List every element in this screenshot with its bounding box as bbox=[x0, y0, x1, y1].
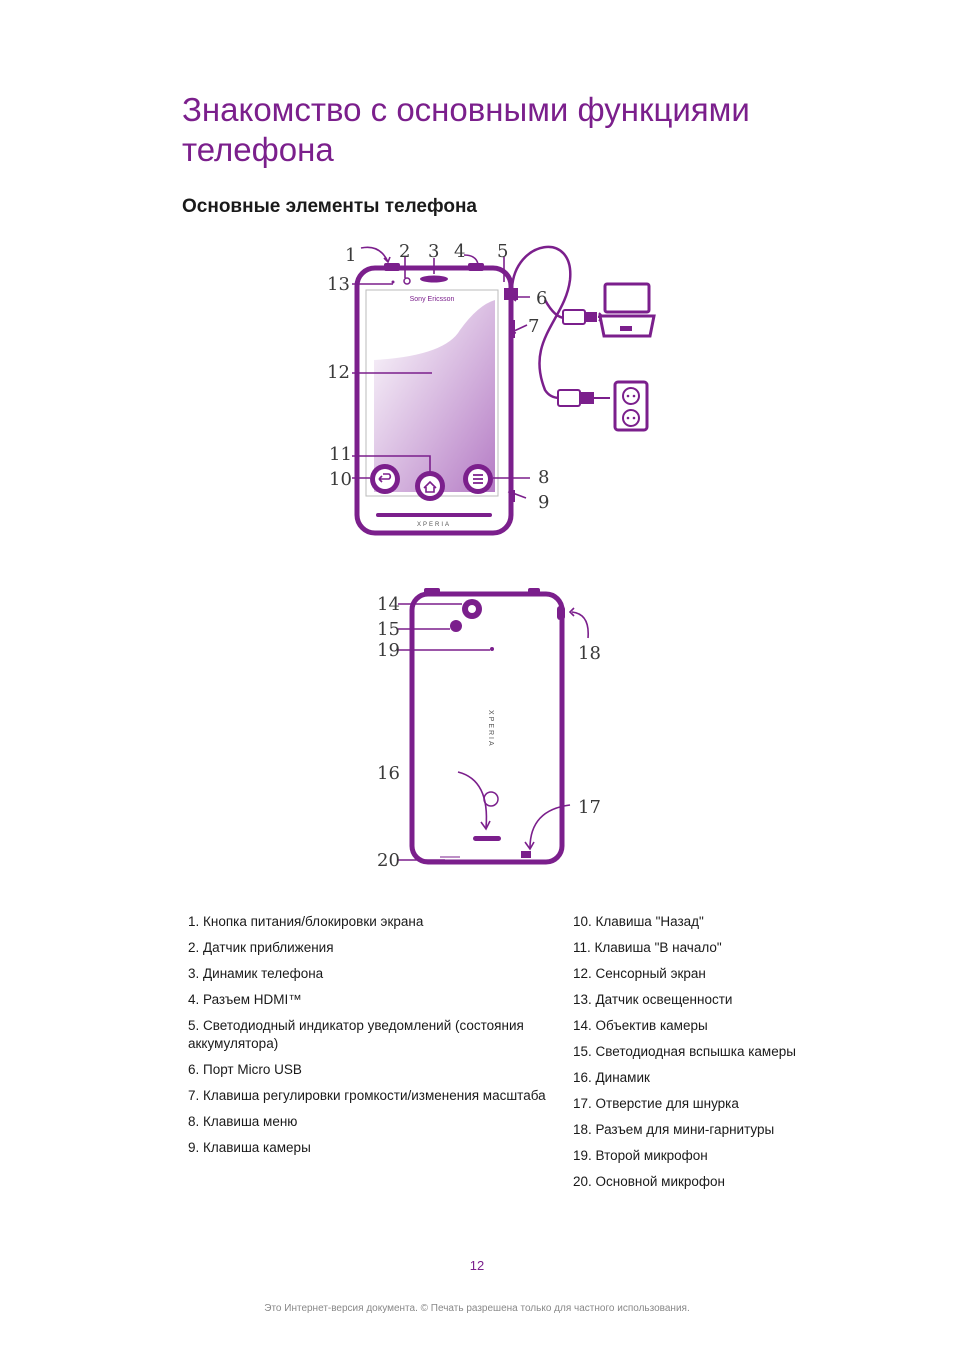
legend-item: 7. Клавиша регулировки громкости/изменен… bbox=[188, 1088, 546, 1103]
legend-item: 12. Сенсорный экран bbox=[573, 966, 706, 981]
legend-list-left: 1. Кнопка питания/блокировки экрана 2. Д… bbox=[188, 913, 548, 1165]
callout-12: 12 bbox=[327, 362, 350, 383]
legend-list-right: 10. Клавиша "Назад" 11. Клавиша "В начал… bbox=[573, 913, 833, 1199]
wall-socket-icon bbox=[613, 380, 649, 432]
callout-17: 17 bbox=[578, 797, 601, 818]
callout-6: 6 bbox=[536, 288, 547, 309]
callout-1: 1 bbox=[345, 245, 356, 266]
model-logo-front: XPERIA bbox=[417, 522, 451, 528]
menu-key-icon bbox=[463, 464, 493, 494]
legend-item: 14. Объектив камеры bbox=[573, 1018, 708, 1033]
legend-item: 17. Отверстие для шнурка bbox=[573, 1096, 739, 1111]
callout-20: 20 bbox=[377, 850, 400, 871]
callout-10: 10 bbox=[329, 469, 352, 490]
callout-4: 4 bbox=[454, 241, 465, 262]
home-key-icon bbox=[415, 471, 445, 501]
model-logo-back: XPERIA bbox=[487, 710, 494, 748]
legend-item: 1. Кнопка питания/блокировки экрана bbox=[188, 914, 424, 929]
legend-item: 16. Динамик bbox=[573, 1070, 650, 1085]
page-number: 12 bbox=[469, 1258, 485, 1273]
callout-14: 14 bbox=[377, 594, 400, 615]
callout-5: 5 bbox=[497, 241, 508, 262]
legend-item: 8. Клавиша меню bbox=[188, 1114, 298, 1129]
callout-18: 18 bbox=[578, 643, 601, 664]
section-heading: Основные элементы телефона bbox=[182, 196, 478, 217]
back-key-icon bbox=[370, 464, 400, 494]
callout-2: 2 bbox=[399, 241, 410, 262]
legend-item: 2. Датчик приближения bbox=[188, 940, 334, 955]
legend-item: 6. Порт Micro USB bbox=[188, 1062, 302, 1077]
callout-11: 11 bbox=[329, 444, 352, 465]
legend-item: 10. Клавиша "Назад" bbox=[573, 914, 704, 929]
legend-item: 20. Основной микрофон bbox=[573, 1174, 725, 1189]
legend-item: 15. Светодиодная вспышка камеры bbox=[573, 1044, 796, 1059]
legend-item: 3. Динамик телефона bbox=[188, 966, 324, 981]
callout-leaders bbox=[352, 246, 589, 861]
legend-item: 9. Клавиша камеры bbox=[188, 1140, 311, 1155]
phone-back: XPERIA bbox=[409, 588, 565, 865]
footer-note: Это Интернет-версия документа. © Печать … bbox=[264, 1303, 690, 1314]
phone-diagram: Sony Ericsson XPERIA bbox=[327, 241, 656, 871]
legend-item: 13. Датчик освещенности bbox=[573, 992, 733, 1007]
callout-8: 8 bbox=[538, 467, 549, 488]
page-title: Знакомство с основными функциями телефон… bbox=[182, 91, 750, 168]
callout-9: 9 bbox=[538, 492, 549, 513]
legend-item: 18. Разъем для мини-гарнитуры bbox=[573, 1122, 775, 1137]
laptop-icon bbox=[598, 282, 656, 338]
usb-cable bbox=[510, 245, 610, 407]
callout-19: 19 bbox=[377, 640, 400, 661]
legend-item: 11. Клавиша "В начало" bbox=[573, 940, 722, 955]
phone-front: Sony Ericsson XPERIA bbox=[354, 263, 518, 536]
callout-13: 13 bbox=[327, 274, 350, 295]
legend-item: 4. Разъем HDMI™ bbox=[188, 992, 302, 1007]
callout-15: 15 bbox=[377, 619, 400, 640]
callout-16: 16 bbox=[377, 763, 400, 784]
callout-3: 3 bbox=[428, 241, 439, 262]
legend-item: 19. Второй микрофон bbox=[573, 1148, 708, 1163]
callout-7: 7 bbox=[528, 316, 539, 337]
legend-item: 5. Светодиодный индикатор уведомлений (с… bbox=[188, 1018, 524, 1051]
brand-logo: Sony Ericsson bbox=[410, 296, 455, 303]
